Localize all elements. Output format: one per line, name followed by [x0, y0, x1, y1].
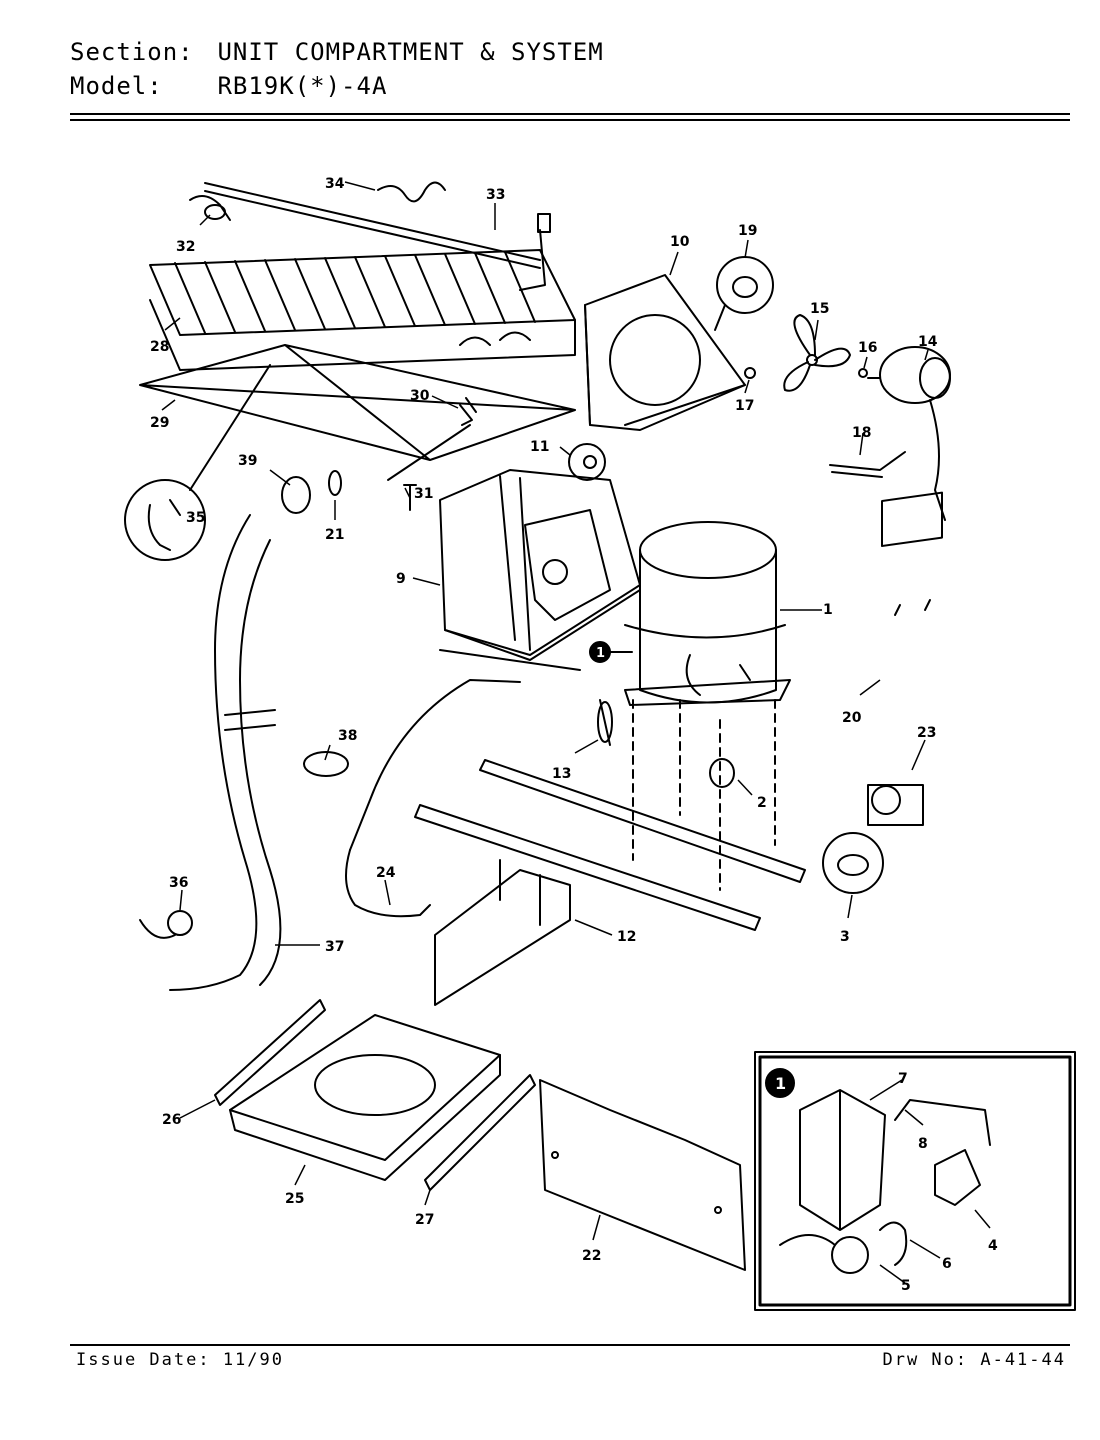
part-21-clip — [328, 470, 342, 496]
callout-24: 24 — [376, 865, 396, 881]
section-key: Section: — [70, 38, 194, 66]
part-8-wire-clip — [894, 1099, 991, 1146]
header-rule-bottom — [70, 119, 1070, 121]
part-11-grommet — [568, 443, 606, 481]
part-35-detail-circle — [124, 479, 206, 561]
part-16-washer — [858, 368, 868, 378]
part-38-strap — [303, 751, 349, 777]
callout-37: 37 — [325, 939, 344, 955]
issue-date: Issue Date: 11/90 — [76, 1350, 284, 1370]
callout-19: 19 — [738, 223, 757, 239]
callout-22: 22 — [582, 1248, 601, 1264]
callout-28: 28 — [150, 339, 169, 355]
part-20-relay — [881, 491, 943, 616]
part-15-fan-blade — [783, 314, 851, 392]
callout-14: 14 — [918, 334, 938, 350]
part-29-plate — [139, 344, 576, 461]
callout-32: 32 — [176, 239, 195, 255]
footer-rule — [70, 1344, 1070, 1346]
model-key: Model: — [70, 72, 163, 100]
detail-marker-1-label: 1 — [596, 646, 605, 661]
part-22-back-panel — [539, 1079, 746, 1271]
callout-27: 27 — [415, 1212, 434, 1228]
callout-11: 11 — [530, 439, 549, 455]
callout-36: 36 — [169, 875, 188, 891]
part-14-fan-motor — [867, 346, 951, 521]
callout-39: 39 — [238, 453, 257, 469]
callout-35: 35 — [186, 510, 205, 526]
drawing-number: Drw No: A-41-44 — [882, 1350, 1066, 1370]
callout-29: 29 — [150, 415, 169, 431]
wire-harness — [349, 679, 521, 851]
part-3-detail-circle — [822, 832, 884, 894]
part-37-hose — [169, 514, 258, 991]
callout-31: 31 — [414, 486, 433, 502]
part-28-condenser — [149, 249, 576, 371]
model-line: Model: RB19K(*)-4A — [70, 72, 387, 100]
callout-21: 21 — [325, 527, 344, 543]
callout-23: 23 — [917, 725, 936, 741]
part-18-bracket — [829, 451, 906, 478]
callout-7: 7 — [898, 1071, 908, 1087]
callout-25: 25 — [285, 1191, 304, 1207]
callout-34: 34 — [325, 176, 345, 192]
part-12-rails — [414, 759, 806, 1006]
callout-4: 4 — [988, 1238, 998, 1254]
section-value: UNIT COMPARTMENT & SYSTEM — [217, 38, 604, 66]
part-5-thermostat — [831, 1236, 869, 1274]
callout-1: 1 — [823, 602, 833, 618]
callout-10: 10 — [670, 234, 690, 250]
part-6-clip — [879, 1221, 908, 1266]
callout-20: 20 — [842, 710, 862, 726]
part-1-compressor — [624, 521, 791, 706]
callout-30: 30 — [410, 388, 430, 404]
part-34-wire — [377, 181, 446, 203]
part-33-tube — [204, 182, 551, 291]
callout-8: 8 — [918, 1136, 928, 1152]
callout-17: 17 — [735, 398, 754, 414]
detail-inset-marker-label: 1 — [775, 1074, 786, 1093]
callout-2: 2 — [757, 795, 767, 811]
part-32-drier — [189, 195, 231, 221]
part-27-rail — [424, 1074, 536, 1191]
callout-15: 15 — [810, 301, 829, 317]
header-rule-top — [70, 113, 1070, 115]
callout-5: 5 — [901, 1278, 911, 1294]
part-30-clip — [459, 397, 477, 426]
part-13-tube — [599, 699, 611, 746]
callout-6: 6 — [942, 1256, 952, 1272]
callout-16: 16 — [858, 340, 877, 356]
part-24-power-cord — [345, 849, 431, 918]
part-23-overload — [867, 784, 924, 826]
part-26-rail — [214, 999, 326, 1106]
callout-13: 13 — [552, 766, 571, 782]
part-2-grommet — [709, 758, 735, 788]
model-value: RB19K(*)-4A — [217, 72, 388, 100]
part-7-cover — [799, 1089, 886, 1231]
part-10-shroud — [584, 274, 746, 431]
callout-9: 9 — [396, 571, 406, 587]
part-39-grommet — [281, 476, 311, 514]
callout-12: 12 — [617, 929, 636, 945]
callout-3: 3 — [840, 929, 850, 945]
section-line: Section: UNIT COMPARTMENT & SYSTEM — [70, 38, 604, 66]
part-9-cabinet — [439, 469, 641, 671]
part-17-nut — [744, 367, 756, 379]
detail-inset-marker — [765, 1068, 795, 1098]
callout-38: 38 — [338, 728, 357, 744]
part-4-relay — [934, 1149, 981, 1206]
callout-26: 26 — [162, 1112, 181, 1128]
detail-inset-box — [754, 1051, 1076, 1311]
part-36-clip — [167, 910, 193, 936]
callout-18: 18 — [852, 425, 871, 441]
callout-33: 33 — [486, 187, 505, 203]
part-25-drain-pan — [229, 1014, 501, 1181]
